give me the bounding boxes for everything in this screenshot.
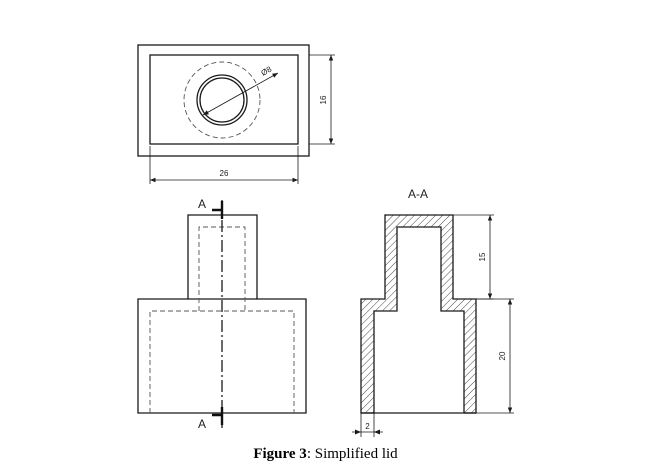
section-title: A-A — [408, 187, 428, 201]
front-view: A A — [137, 197, 307, 431]
cut-plane-marker-top — [212, 201, 224, 219]
cut-label-bottom: A — [198, 417, 206, 431]
front-view-hidden-body — [149, 310, 295, 413]
top-view-hole-outer — [196, 74, 248, 126]
section-view: A-A 15 20 2 — [352, 187, 514, 437]
wall-dimension-label: 2 — [365, 422, 370, 431]
top-view-outer-outline — [137, 44, 310, 157]
top-view-hidden-circle — [183, 61, 261, 139]
top-view-inner-outline — [149, 54, 299, 145]
front-view-outline — [137, 214, 307, 414]
depth-dimension-label: 16 — [319, 95, 328, 104]
figure-label: Figure 3 — [253, 446, 307, 462]
section-hatched-wall — [360, 214, 477, 414]
cut-plane-marker-bottom — [212, 407, 224, 425]
width-dimension-label: 26 — [220, 169, 229, 178]
wall-arrow-right — [374, 429, 380, 435]
top-view: Ø8 26 16 — [137, 44, 335, 184]
cut-label-top: A — [198, 197, 206, 211]
top-view-hole-inner — [199, 77, 245, 123]
diameter-leader-line — [202, 72, 279, 116]
wall-arrow-left — [355, 429, 361, 435]
figure-caption-text: : Simplified lid — [306, 446, 398, 462]
body-dimension-label: 20 — [498, 351, 507, 360]
figure-caption: Figure 3: Simplified lid — [0, 446, 651, 463]
neck-dimension-label: 15 — [478, 252, 487, 261]
diameter-label: Ø8 — [260, 64, 274, 77]
